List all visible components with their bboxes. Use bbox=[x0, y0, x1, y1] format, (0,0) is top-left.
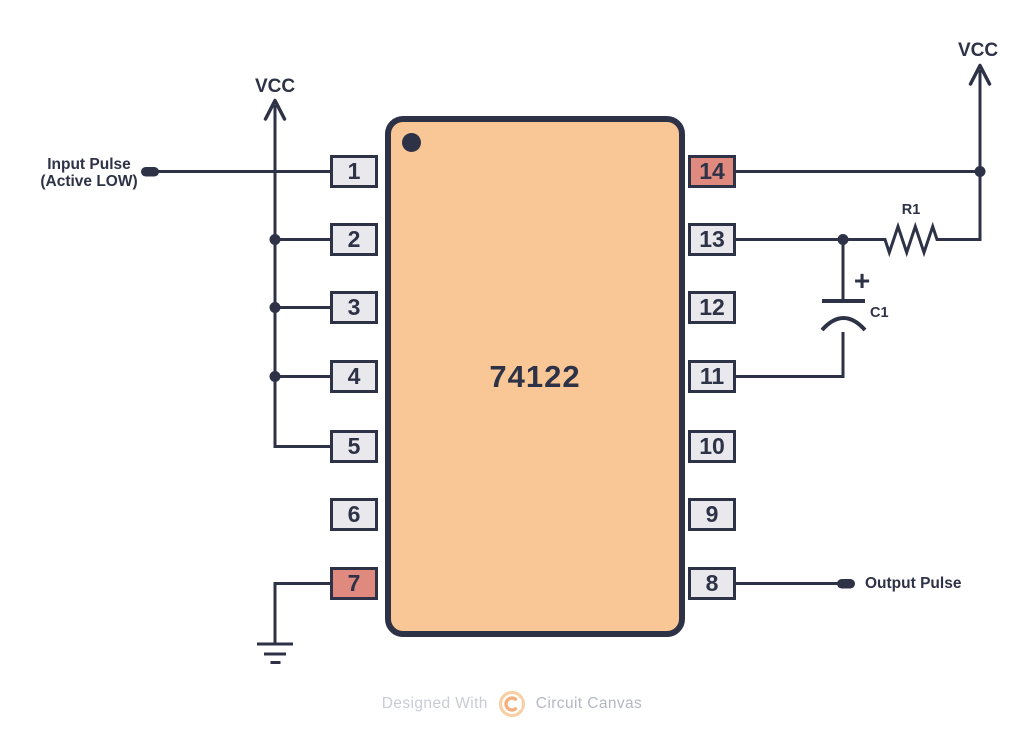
output-terminal bbox=[837, 579, 855, 589]
capacitor-c1-label: C1 bbox=[870, 305, 889, 321]
circuit-canvas-logo-icon bbox=[498, 690, 525, 718]
vcc-arrow-left-icon bbox=[263, 98, 287, 121]
junction-dot bbox=[269, 302, 281, 313]
pin-1: 1 bbox=[330, 155, 378, 188]
pin1-indicator-dot-icon bbox=[402, 133, 421, 152]
vcc-rail-left bbox=[273, 105, 330, 448]
junction-dot bbox=[269, 234, 281, 245]
pin-13: 13 bbox=[688, 223, 736, 256]
resistor-r1-symbol bbox=[736, 70, 982, 258]
circuit-canvas-brand-text: Circuit Canvas bbox=[535, 695, 643, 712]
vcc-label-left: VCC bbox=[254, 76, 296, 97]
input-pulse-label-line2: (Active LOW) bbox=[40, 173, 138, 190]
junction-dot bbox=[269, 371, 281, 382]
pin-9: 9 bbox=[688, 498, 736, 531]
pin-12: 12 bbox=[688, 291, 736, 324]
pin-14: 14 bbox=[688, 155, 736, 188]
input-pulse-label: Input Pulse (Active LOW) bbox=[19, 156, 159, 190]
pin-10: 10 bbox=[688, 430, 736, 463]
wire-pin7-to-ground bbox=[273, 582, 330, 643]
pin-6: 6 bbox=[330, 498, 378, 531]
designed-with-text: Designed With bbox=[381, 695, 488, 712]
pin-3: 3 bbox=[330, 291, 378, 324]
resistor-r1-label: R1 bbox=[901, 202, 921, 218]
footer-watermark: Designed With Circuit Canvas bbox=[0, 687, 1024, 721]
capacitor-c1-symbol bbox=[736, 239, 867, 378]
input-pulse-label-line1: Input Pulse bbox=[47, 156, 131, 173]
pin-8: 8 bbox=[688, 567, 736, 600]
capacitor-polarity-label: + bbox=[854, 265, 870, 296]
pin-4: 4 bbox=[330, 360, 378, 393]
output-pulse-label: Output Pulse bbox=[865, 575, 962, 592]
vcc-label-right: VCC bbox=[957, 40, 999, 61]
ic-part-number: 74122 bbox=[489, 358, 581, 394]
ic-body-74122: 74122 bbox=[385, 116, 685, 637]
pin-11: 11 bbox=[688, 360, 736, 393]
ground-symbol-icon bbox=[257, 642, 293, 664]
input-terminal bbox=[141, 167, 159, 177]
pin-5: 5 bbox=[330, 430, 378, 463]
pin-2: 2 bbox=[330, 223, 378, 256]
pin-7: 7 bbox=[330, 567, 378, 600]
vcc-arrow-right-icon bbox=[968, 63, 992, 86]
